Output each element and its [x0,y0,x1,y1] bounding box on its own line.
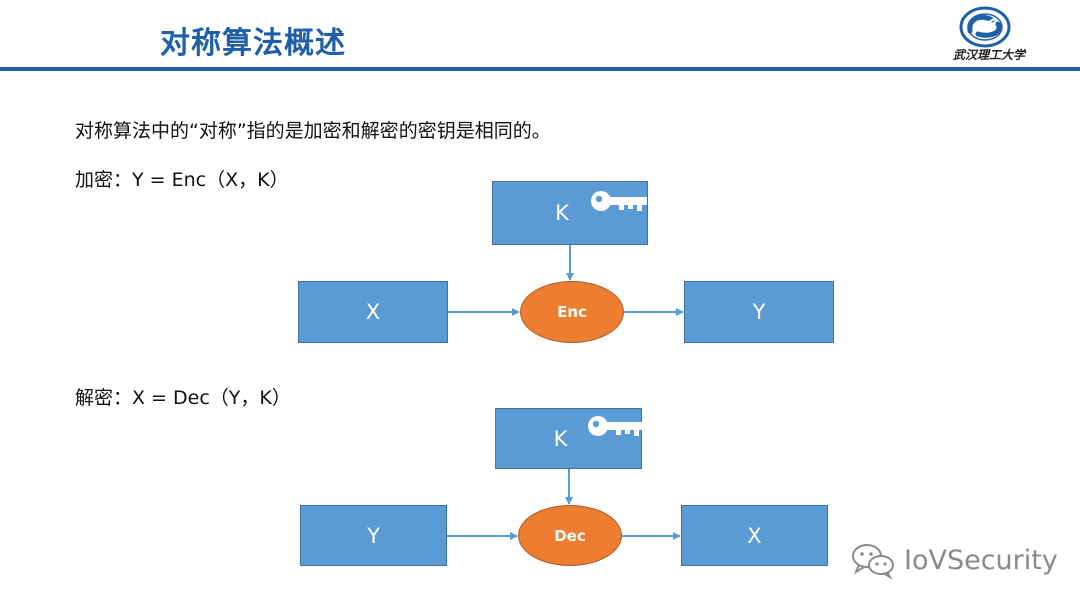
encryption-function-node: Enc [520,281,624,343]
title-divider [0,67,1080,71]
encryption-key-label: K [555,201,569,225]
encryption-input-box: X [298,281,448,343]
decryption-function-label: Dec [554,526,586,545]
decryption-function-node: Dec [518,505,622,566]
decryption-output-box: X [681,505,828,566]
key-icon [591,191,647,211]
encryption-input-label: X [365,300,381,324]
decryption-input-label: Y [367,523,380,548]
encryption-output-label: Y [752,300,766,324]
decryption-output-label: X [747,523,762,548]
watermark-text: IoVSecurity [904,544,1058,576]
encryption-formula: 加密：Y = Enc（X，K） [75,169,289,191]
watermark: IoVSecurity [850,540,1058,580]
decryption-formula: 解密：X = Dec（Y，K） [75,387,291,409]
key-icon [588,416,644,436]
decryption-key-label: K [553,426,568,451]
university-logo [959,6,1011,48]
encryption-key-box: K [492,181,648,245]
encryption-function-label: Enc [557,303,587,321]
decryption-key-box: K [495,408,644,469]
wechat-icon [852,544,894,579]
university-logo-text: 武汉理工大学 [952,48,1025,62]
intro-text: 对称算法中的“对称”指的是加密和解密的密钥是相同的。 [75,120,551,142]
encryption-output-box: Y [684,281,834,343]
slide-title: 对称算法概述 [160,26,346,61]
decryption-input-box: Y [300,505,447,566]
